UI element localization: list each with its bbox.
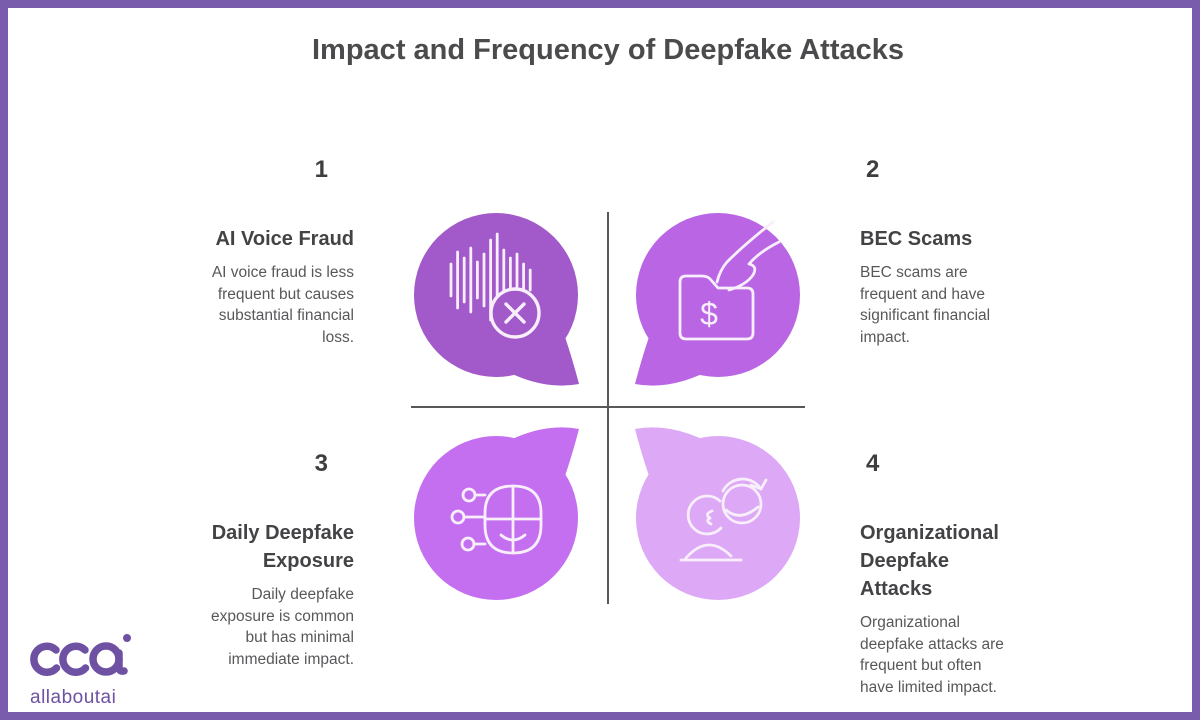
quadrant-title: Organizational Deepfake Attacks — [860, 522, 999, 600]
horizontal-divider-line — [411, 406, 805, 408]
quadrant-number: 1 — [314, 156, 328, 183]
face-swap-icon — [679, 477, 768, 562]
voice-wave-cancel-icon — [449, 232, 541, 339]
quadrant-number: 2 — [866, 156, 880, 183]
speech-bubble-1 — [414, 213, 579, 386]
quadrant-description: Organizational deepfake attacks are freq… — [860, 614, 1004, 696]
quadrant-2-textblock: 2 BEC Scams BEC scams are frequent and h… — [860, 156, 1024, 348]
vertical-divider-line — [607, 212, 609, 604]
quadrant-title: Daily Deepfake Exposure — [211, 522, 354, 572]
quadrant-title: AI Voice Fraud — [215, 228, 354, 250]
quadrant-description: BEC scams are frequent and have signific… — [860, 264, 991, 346]
quadrant-title: BEC Scams — [860, 228, 973, 250]
brand-logo: allaboutai — [30, 628, 150, 709]
svg-text:$: $ — [700, 296, 718, 332]
speech-bubble-2: $ — [635, 213, 800, 386]
brand-logo-text: allaboutai — [30, 687, 117, 708]
quadrant-4-textblock: 4 Organizational Deepfake Attacks Organi… — [860, 450, 1012, 698]
quadrant-description: AI voice fraud is less frequent but caus… — [211, 264, 354, 346]
quadrant-1-textblock: 1 AI Voice Fraud AI voice fraud is less … — [194, 156, 354, 348]
speech-bubble-4 — [635, 427, 800, 600]
brand-logo-mark — [30, 634, 131, 676]
quadrant-description: Daily deepfake exposure is common but ha… — [210, 586, 354, 668]
deepfake-face-circuit-icon — [450, 484, 543, 555]
quadrant-3-textblock: 3 Daily Deepfake Exposure Daily deepfake… — [194, 450, 354, 670]
quadrant-number: 4 — [866, 450, 880, 477]
money-folder-hand-icon: $ — [678, 220, 781, 341]
speech-bubble-3 — [414, 427, 579, 600]
quadrant-number: 3 — [314, 450, 328, 477]
page-title: Impact and Frequency of Deepfake Attacks — [312, 34, 904, 66]
